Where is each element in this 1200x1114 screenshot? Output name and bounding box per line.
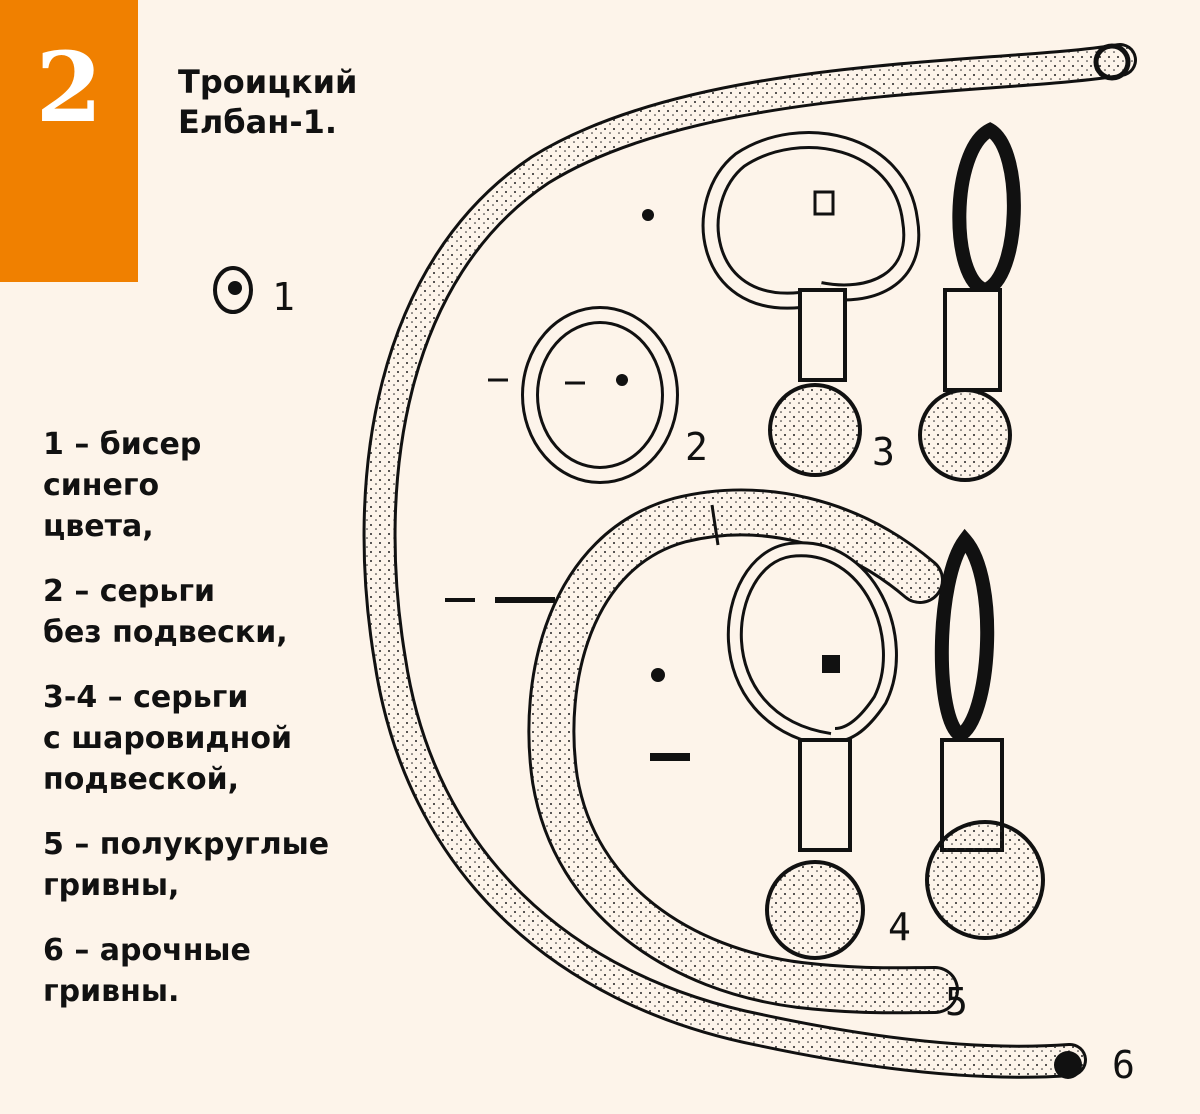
legend-text: 1 – бисер — [43, 427, 202, 462]
torque-semicircular-icon — [527, 488, 959, 1015]
earring-ball-icon-4 — [445, 528, 1045, 960]
legend-text: цвета, — [43, 509, 154, 544]
site-title: Троицкий Елбан-1. — [178, 62, 357, 142]
legend-text: синего — [43, 468, 160, 503]
figure-legend: 1 – бисер синего цвета, 2 – серьги без п… — [43, 424, 383, 1036]
torque-arched-icon — [362, 43, 1137, 1079]
legend-item-6: 6 – арочные гривны. — [43, 930, 383, 1012]
figure-label-6: 6 — [1112, 1043, 1135, 1087]
legend-item-2: 2 – серьги без подвески, — [43, 571, 383, 653]
earring-ring-icon — [488, 306, 679, 484]
legend-item-1: 1 – бисер синего цвета, — [43, 424, 383, 547]
figure-label-4: 4 — [888, 905, 911, 949]
figure-label-5: 5 — [945, 980, 968, 1024]
earring-ball-icon — [642, 122, 1021, 482]
site-title-line1: Троицкий — [178, 63, 358, 101]
figure-label-2: 2 — [685, 425, 708, 469]
legend-text: с шаровидной — [43, 721, 293, 756]
figure-label-1: 1 — [272, 275, 295, 319]
legend-text: 5 – полукруглые — [43, 827, 330, 862]
section-number: 2 — [35, 31, 103, 144]
legend-text: 6 – арочные — [43, 933, 251, 968]
section-number-badge: 2 — [0, 0, 138, 282]
legend-text: 2 – серьги — [43, 574, 216, 609]
legend-item-5: 5 – полукруглые гривны, — [43, 824, 383, 906]
legend-item-3-4: 3-4 – серьги с шаровидной подвеской, — [43, 677, 383, 800]
legend-text: гривны. — [43, 974, 180, 1009]
bead-icon — [213, 266, 253, 314]
legend-text: подвеской, — [43, 762, 240, 797]
legend-text: без подвески, — [43, 615, 288, 650]
legend-text: 3-4 – серьги — [43, 680, 249, 715]
legend-text: гривны, — [43, 868, 180, 903]
figure-label-3: 3 — [872, 430, 895, 474]
site-title-line2: Елбан-1. — [178, 103, 338, 141]
